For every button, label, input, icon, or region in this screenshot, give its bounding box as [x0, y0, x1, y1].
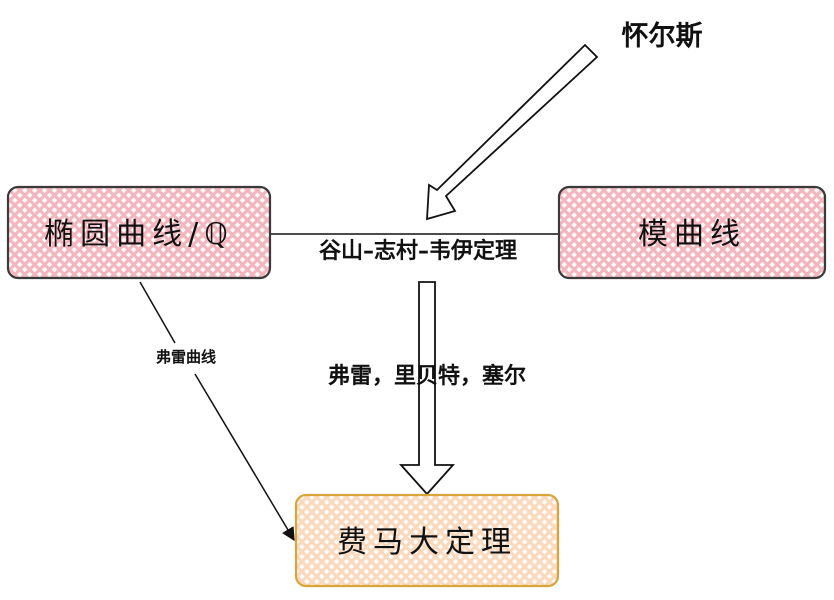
frey-curve-label: 弗雷曲线	[156, 348, 216, 366]
taniyama-label-bg	[280, 237, 556, 267]
frey-ribet-serre-label: 弗雷，里贝特，塞尔	[328, 363, 526, 389]
node-modular-curve[interactable]: 模曲线	[557, 185, 827, 280]
node-elliptic-curve[interactable]: 椭圆曲线/ℚ	[6, 185, 272, 280]
frey-curve-arrow-lower	[194, 373, 295, 542]
node-elliptic-curve-label: 椭圆曲线/ℚ	[44, 217, 234, 252]
node-fermat[interactable]: 费马大定理	[294, 493, 560, 588]
frey-curve-arrow-upper	[139, 281, 176, 344]
node-modular-curve-label: 模曲线	[638, 217, 746, 252]
down-arrow	[398, 281, 456, 496]
wiles-arrow	[426, 43, 599, 221]
taniyama-shimura-weil-label: 谷山–志村–韦伊定理	[319, 238, 517, 264]
node-fermat-label: 费马大定理	[337, 525, 517, 560]
wiles-label: 怀尔斯	[622, 21, 703, 52]
